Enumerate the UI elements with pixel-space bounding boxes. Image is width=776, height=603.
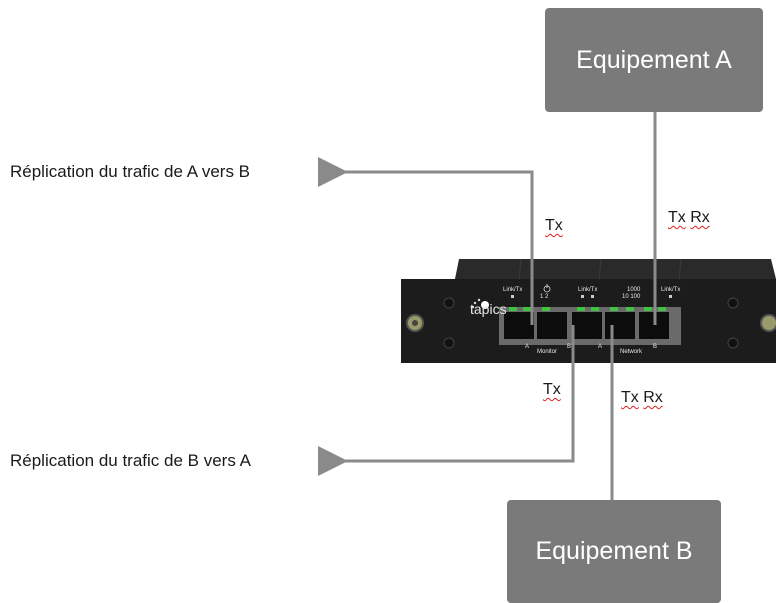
bottom-label-network: Network (620, 349, 643, 355)
txrx-label-bottom-right: Tx Rx (621, 389, 663, 406)
power-label: 1 2 (540, 294, 549, 300)
brand-logo: tapics (470, 301, 507, 317)
bottom-label-monitor: Monitor (537, 349, 558, 355)
led-label-4: Link/Tx (661, 287, 681, 293)
equipment-a-box: Equipement A (545, 8, 763, 112)
speed-label: 10 100 (622, 294, 641, 300)
txrx-label-top-right: Tx Rx (668, 209, 710, 226)
line-replication-a-b (318, 157, 534, 325)
tx-label-top-left: Tx (545, 217, 563, 234)
equipment-a-label: Equipement A (576, 45, 732, 74)
bottom-label-b1: B (567, 344, 572, 350)
bottom-label-a2: A (598, 344, 603, 350)
replication-a-to-b-label: Réplication du trafic de A vers B (10, 162, 251, 181)
network-tap-device (401, 255, 776, 365)
equipment-b-label: Equipement B (535, 537, 693, 565)
equipment-b-box: Equipement B (507, 500, 721, 603)
network-tap-illustration (401, 258, 776, 363)
led-label-1: Link/Tx (503, 287, 523, 293)
bottom-label-a1: A (525, 344, 530, 350)
led-label-3: 1000 (627, 287, 641, 293)
bottom-label-b2: B (653, 344, 658, 350)
tx-label-bottom-left: Tx (543, 381, 561, 398)
led-label-2: Link/Tx (578, 287, 598, 293)
replication-b-to-a-label: Réplication du trafic de B vers A (10, 451, 251, 470)
line-replication-b-a (318, 325, 575, 476)
